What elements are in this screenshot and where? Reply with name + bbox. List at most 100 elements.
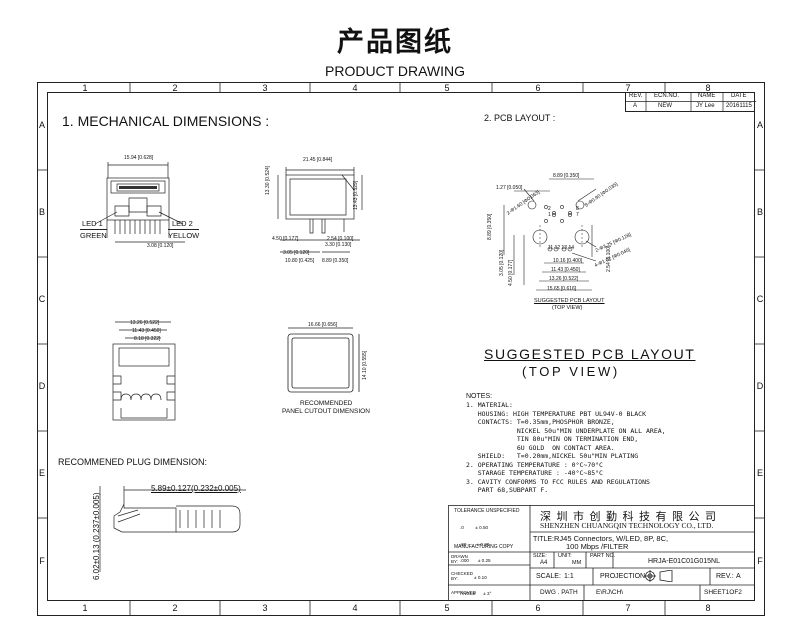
tolerance-title: TOLERANCE UNSPECIFIED (454, 508, 520, 514)
front-bottom-dim: 3.08 [0.120] (147, 243, 174, 249)
front-view-drawing (94, 162, 185, 243)
suggested-pcb-layout-subtitle: (TOP VIEW) (522, 364, 620, 379)
panel-cutout-drawing (287, 327, 360, 393)
zone-col-2: 2 (172, 83, 178, 93)
front-led2-label: LED 2 (172, 219, 193, 228)
rev-value-ecn: NEW (658, 103, 672, 109)
revision-table: REV. ECN.NO. NAME DATE A NEW JY Lee 2016… (625, 92, 756, 112)
panel-height-dim: 14.10 [0.555] (362, 350, 368, 380)
size-value: A4 (540, 560, 548, 566)
pcb-caption-1: SUGGESTED PCB LAYOUT (534, 298, 605, 304)
notes-title: NOTES: (466, 393, 493, 400)
pcb-top-dim: 8.89 [0.350] (553, 173, 580, 179)
title-block-grid (448, 505, 755, 601)
zone-col-1: 1 (82, 83, 88, 93)
drawing-sheet-inner-border (47, 92, 755, 601)
rev-value-rev: A (633, 103, 638, 109)
note-line: 3. CAVITY CONFORMS TO FCC RULES AND REGU… (466, 477, 650, 486)
front-green-label: GREEN (80, 229, 107, 240)
zone-col-3-bottom: 3 (262, 603, 268, 613)
drawing-sheet-outer-border (37, 82, 765, 616)
zone-col-7-bottom: 7 (625, 603, 631, 613)
note-line: TIN 80u"MIN ON TERMINATION END, (466, 435, 639, 443)
zone-col-5: 5 (444, 83, 450, 93)
front-led1-label: LED 1 (82, 219, 103, 228)
pcb-led-pins: 11 12 13 14 (548, 245, 575, 251)
panel-label-line1: RECOMMENDED (300, 400, 353, 407)
rev-header-date: DATE (731, 93, 747, 99)
rev-header-name: NAME (698, 93, 716, 99)
zone-row-a-right: A (756, 120, 763, 130)
zone-row-e: E (38, 468, 45, 478)
side-dim-6: 8.89 [0.350] (322, 258, 349, 264)
plug-height-dim: 6.02±0.13 (0.237±0.005) (92, 492, 101, 580)
zone-row-a: A (38, 120, 45, 130)
rev-table-lines (626, 92, 756, 112)
note-line: PART 68,SUBPART F. (466, 486, 549, 494)
zone-row-f-right: F (757, 556, 763, 566)
pcb-pin-2: 2 (548, 206, 551, 212)
pcb-caption-2: (TOP VIEW) (552, 305, 583, 311)
pcb-left1-dim: 8.89 [0.350] (487, 213, 493, 240)
title-line-2: 100 Mbps /FILTER (566, 542, 629, 551)
pcb-pin-1: 1 (548, 212, 551, 218)
section-plug-heading: RECOMMENED PLUG DIMENSION: (58, 457, 208, 467)
page-title-chinese: 产品图纸 (337, 27, 453, 58)
tolerance-row: .000 ± 0.25 (460, 558, 491, 563)
side-dim-5: 10.80 [0.425] (285, 258, 315, 264)
part-no-label: PART NO. (590, 553, 616, 559)
note-line: 6U GOLD ON CONTACT AREA. (466, 443, 615, 452)
plug-drawing (99, 486, 246, 572)
zone-col-4: 4 (352, 83, 358, 93)
zone-row-c-right: C (756, 294, 764, 304)
part-no-value: HRJA-E01C01G015NL (648, 558, 720, 565)
zone-col-6-bottom: 6 (535, 603, 541, 613)
zone-col-1-bottom: 1 (82, 603, 88, 613)
tolerance-rows: .0 ± 0.50 .00 ± 0.30 .000 ± 0.25 ± 0.10 … (460, 514, 491, 608)
pcb-bottom-dim-3: 13.26 [0.522] (549, 276, 579, 282)
dwg-path-value: E\RJ\CH\ (596, 589, 624, 596)
projection-label: PROJECTION (600, 573, 646, 580)
side-view-drawing (277, 167, 363, 253)
side-height-dim: 13.30 [0.524] (265, 165, 271, 195)
tolerance-row: .0 ± 0.50 (460, 525, 489, 530)
pcb-bottom-dim-2: 11.43 [0.450] (551, 267, 580, 273)
zone-row-b-right: B (756, 207, 763, 217)
bottom-view-drawing (112, 321, 176, 421)
sheet-number: SHEET1OF2 (704, 589, 742, 596)
pcb-bottom-dim-4: 15.65 [0.616] (547, 286, 577, 292)
company-name-english: SHENZHEN CHUANGQIN TECHNOLOGY CO., LTD. (540, 521, 714, 530)
zone-col-3: 3 (262, 83, 268, 93)
side-dim-1: 4.50 [0.177] (272, 236, 299, 242)
note-line: HOUSING: HIGH TEMPERATURE PBT UL94V-0 BL… (466, 409, 647, 418)
size-label: SIZE: (533, 553, 547, 559)
pcb-pin-8: 8 (576, 206, 579, 212)
zone-row-c: C (38, 294, 46, 304)
front-yellow-label: YELLOW (168, 229, 200, 240)
title-line-1: RJ45 Connectors, W/LED, 8P, 8C, (554, 534, 669, 543)
zone-col-8: 8 (705, 83, 711, 93)
side-top-dim: 21.45 [0.844] (303, 157, 333, 163)
zone-col-7: 7 (625, 83, 631, 93)
note-line: 2. OPERATING TEMPERATURE : 0°C~70°C (466, 460, 603, 469)
title-block: TOLERANCE UNSPECIFIED .0 ± 0.50 .00 ± 0.… (448, 505, 755, 601)
panel-width-dim: 16.66 [0.656] (308, 322, 338, 328)
plug-width-dim: 5.89±0.127(0.232±0.005) (151, 484, 241, 493)
zone-col-2-bottom: 2 (172, 603, 178, 613)
zone-row-d: D (38, 381, 46, 391)
title-label: TITLE: (533, 536, 555, 543)
side-dim-2: 2.54 [0.100] (327, 236, 354, 242)
pcb-left-top-dim: 1.27 [0.050] (496, 185, 523, 191)
panel-label-line2: PANEL CUTOUT DIMENSION (282, 408, 370, 415)
rev-header-ecn: ECN.NO. (654, 93, 680, 99)
zone-col-4-bottom: 4 (352, 603, 358, 613)
suggested-pcb-layout-title: SUGGESTED PCB LAYOUT (484, 346, 696, 362)
pcb-bottom-dim-1: 10.16 [0.400] (553, 258, 583, 264)
rev-value-date: 20161115 (726, 103, 752, 109)
pcb-left2-dim: 3.05 [0.120] (499, 249, 505, 276)
zone-row-b: B (38, 207, 45, 217)
zone-col-5-bottom: 5 (444, 603, 450, 613)
scale-label: SCALE: (536, 573, 561, 580)
pcb-layout-drawing (503, 178, 597, 291)
